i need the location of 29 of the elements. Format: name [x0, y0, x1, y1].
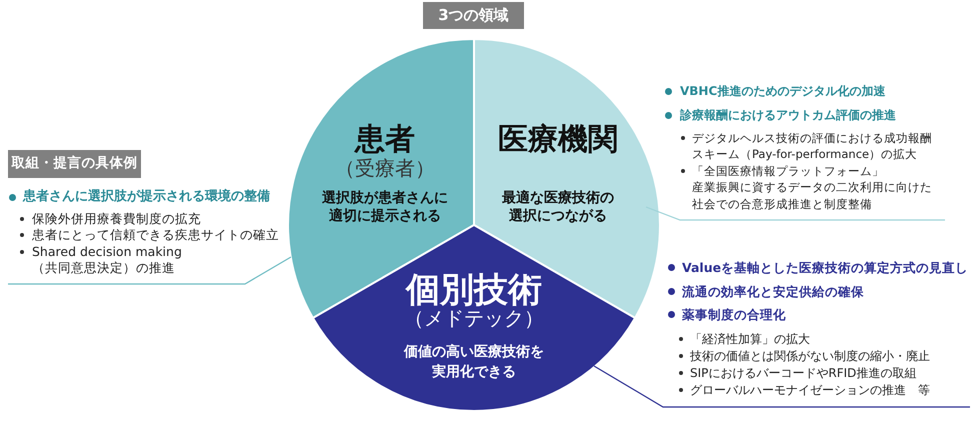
- sector-description: 選択肢が患者さんに適切に提示される: [321, 189, 449, 225]
- sector-subtitle: （メドテック）: [403, 306, 545, 330]
- sector-subtitle: （受療者）: [334, 156, 436, 180]
- bullet-heading: 薬事制度の合理化: [682, 306, 786, 324]
- bullet-item: 患者にとって信頼できる疾患サイトの確立: [32, 227, 279, 244]
- sector-title: 医療機関: [497, 125, 619, 155]
- bullet-item: 「全国医療情報プラットフォーム」: [692, 162, 884, 180]
- bullet-heading: 流通の効率化と安定供給の確保: [682, 282, 864, 300]
- bullet-item-continuation: 産業振興に資するデータの二次利用に向けた社会での合意形成推進と制度整備: [692, 179, 933, 212]
- leader-line: [646, 206, 945, 221]
- bullet-item: 技術の価値とは関係がない制度の縮小・廃止: [690, 348, 930, 364]
- bullet-item: SIPにおけるバーコードやRFID推進の取組: [690, 364, 916, 382]
- bullet-heading: VBHC推進のためのデジタル化の加速: [680, 83, 886, 100]
- bullet-heading: 患者さんに選択肢が提示される環境の整備: [23, 188, 270, 206]
- bullet-item: デジタルヘルス技術の評価における成功報酬スキーム（Pay-for-performance）の拡大: [692, 130, 933, 163]
- bullet-heading: 診療報酬におけるアウトカム評価の推進: [680, 107, 896, 124]
- bullet-item: 保険外併用療養費制度の拡充: [32, 210, 201, 227]
- sector-description: 価値の高い医療技術を実用化できる: [402, 342, 545, 382]
- leader-line: [8, 256, 292, 285]
- bullet-heading: Valueを基軸とした医療技術の算定方式の見直し: [682, 259, 968, 277]
- sector-description: 最適な医療技術の選択につながる: [501, 189, 615, 225]
- leader-line: [594, 365, 970, 408]
- bullet-item: グローバルハーモナイゼーションの推進 等: [690, 382, 930, 398]
- sector-title: 患者: [353, 125, 416, 155]
- bullet-item: Shared decision making（共同意思決定）の推進: [32, 244, 183, 276]
- sector-title: 個別技術: [404, 273, 543, 307]
- bullet-item: 「経済性加算」の拡大: [690, 330, 810, 348]
- heading-tag: 取組・提言の具体例: [8, 150, 141, 178]
- section-heading: 3つの領域: [423, 2, 524, 29]
